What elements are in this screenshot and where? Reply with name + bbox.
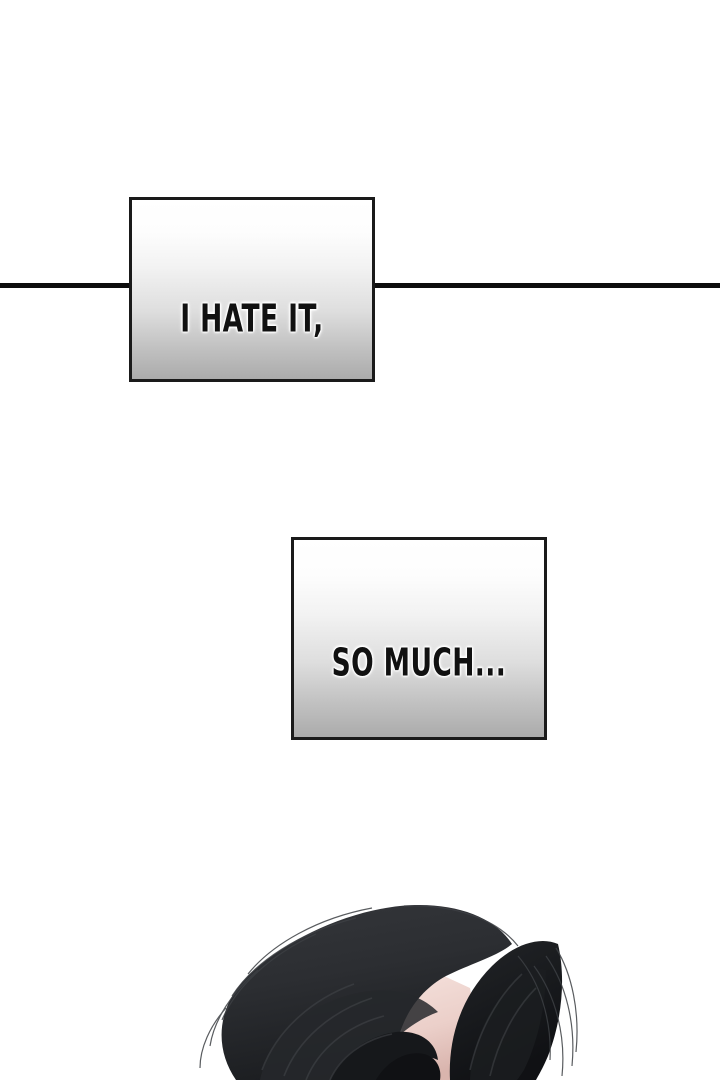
hair-flow-lines xyxy=(261,973,537,1080)
hair-flyaway-strands xyxy=(199,905,578,1077)
caption-text: I HATE IT, xyxy=(180,296,324,341)
hair-right-highlight xyxy=(470,968,546,1080)
caption-box-so-much: SO MUCH... xyxy=(291,537,547,740)
hair-curl-inner xyxy=(376,1053,441,1080)
character-head-illustration xyxy=(0,870,720,1080)
hair-sweep-mid xyxy=(260,990,438,1080)
hair-curl-center xyxy=(330,1031,438,1080)
hair-illustration-svg xyxy=(199,905,578,1080)
caption-text: SO MUCH... xyxy=(331,640,507,685)
caption-box-i-hate-it: I HATE IT, xyxy=(129,197,375,382)
